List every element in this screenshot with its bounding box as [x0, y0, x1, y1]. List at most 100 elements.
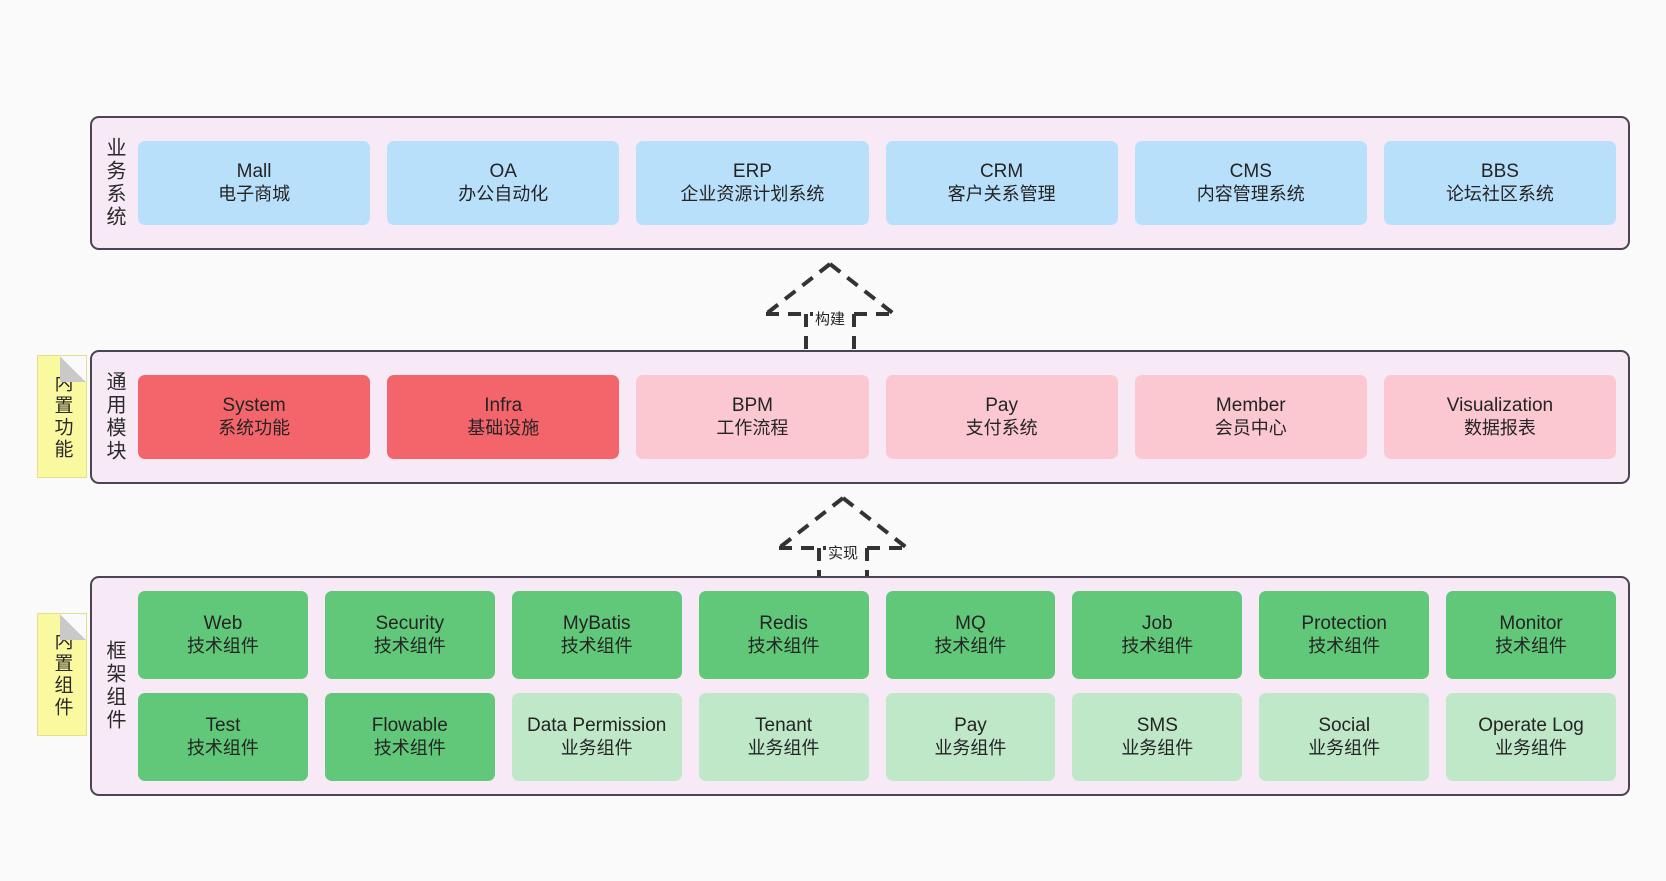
card-title: CMS	[1229, 161, 1272, 183]
connector-implement: 实现	[773, 492, 913, 584]
card-subtitle: 业务组件	[747, 737, 820, 758]
connector-build-label: 构建	[812, 308, 848, 329]
card-subtitle: 论坛社区系统	[1445, 183, 1554, 204]
card-title: Pay	[985, 395, 1018, 417]
card-subtitle: 技术组件	[934, 635, 1007, 656]
card-title: MyBatis	[562, 613, 631, 635]
card-subtitle: 内容管理系统	[1196, 183, 1305, 204]
card-subtitle: 系统功能	[218, 417, 291, 438]
card-title: Job	[1141, 613, 1173, 635]
layer-title-common-modules: 通用模块	[103, 371, 125, 463]
card-subtitle: 技术组件	[560, 635, 633, 656]
card-title: Pay	[954, 715, 987, 737]
card-subtitle: 技术组件	[1495, 635, 1568, 656]
card-subtitle: 业务组件	[1308, 737, 1381, 758]
card-subtitle: 工作流程	[716, 417, 789, 438]
card-title: Infra	[484, 395, 523, 417]
card-title: BPM	[731, 395, 774, 417]
card-subtitle: 业务组件	[1121, 737, 1194, 758]
card-title: Data Permission	[526, 715, 667, 737]
layer-title-framework-components: 框架组件	[103, 640, 125, 732]
card-subtitle: 数据报表	[1463, 417, 1536, 438]
card-subtitle: 技术组件	[747, 635, 820, 656]
card-title: MQ	[955, 613, 986, 635]
card-title: Security	[375, 613, 445, 635]
implement-arrow-icon	[777, 496, 909, 584]
card-subtitle: 技术组件	[186, 635, 259, 656]
card-title: Operate Log	[1478, 715, 1584, 737]
card-title: Visualization	[1446, 395, 1554, 417]
card-subtitle: 业务组件	[560, 737, 633, 758]
card-title: Test	[205, 715, 241, 737]
card-subtitle: 业务组件	[934, 737, 1007, 758]
card-subtitle: 支付系统	[965, 417, 1038, 438]
card-title: Member	[1215, 395, 1286, 417]
card-title: System	[222, 395, 286, 417]
card-title: Mall	[236, 161, 272, 183]
card-subtitle: 会员中心	[1214, 417, 1287, 438]
card-subtitle: 基础设施	[467, 417, 540, 438]
card-title: Social	[1318, 715, 1371, 737]
card-subtitle: 技术组件	[1308, 635, 1381, 656]
card-subtitle: 技术组件	[1121, 635, 1194, 656]
card-subtitle: 企业资源计划系统	[680, 183, 825, 204]
card-title: Redis	[759, 613, 808, 635]
card-title: OA	[489, 161, 517, 183]
card-title: Web	[203, 613, 243, 635]
card-title: CRM	[979, 161, 1024, 183]
card-subtitle: 客户关系管理	[947, 183, 1056, 204]
card-title: BBS	[1480, 161, 1519, 183]
card-subtitle: 办公自动化	[458, 183, 549, 204]
card-title: Tenant	[755, 715, 813, 737]
connector-implement-label: 实现	[825, 542, 861, 563]
note-builtin-functions: 内置功能	[37, 355, 87, 478]
card-subtitle: 电子商城	[218, 183, 291, 204]
card-subtitle: 技术组件	[373, 737, 446, 758]
card-title: ERP	[732, 161, 772, 183]
card-subtitle: 业务组件	[1495, 737, 1568, 758]
card-subtitle: 技术组件	[186, 737, 259, 758]
card-title: Monitor	[1499, 613, 1563, 635]
note-builtin-components: 内置组件	[37, 613, 87, 736]
build-arrow-icon	[764, 262, 896, 350]
